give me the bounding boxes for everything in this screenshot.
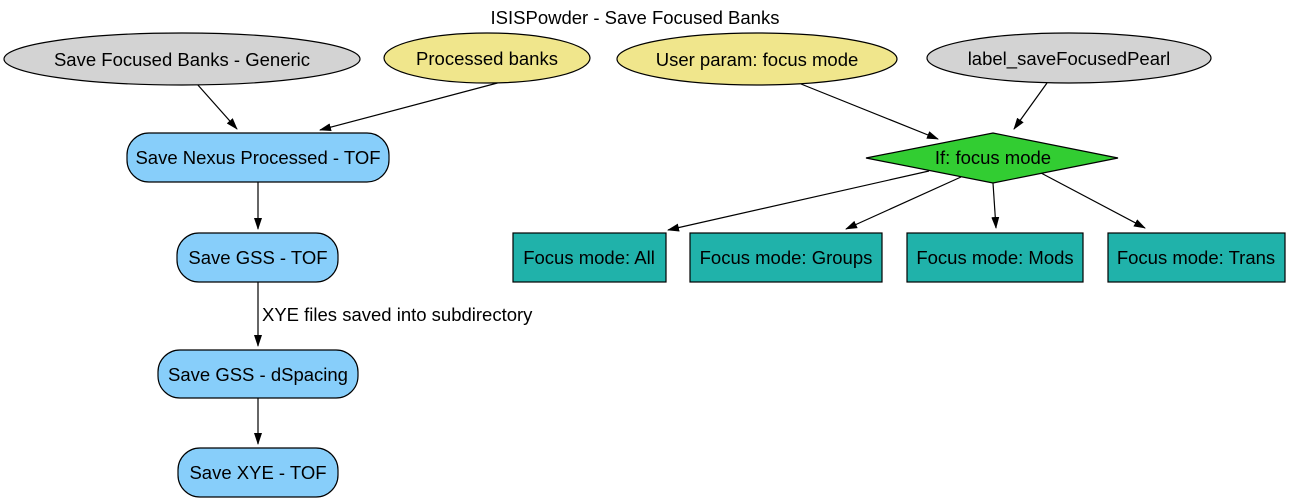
focus-mode-mods-shape xyxy=(906,232,1084,283)
save-nexus-shape xyxy=(126,132,390,183)
processed-banks-label: Processed banks xyxy=(416,48,558,69)
focus-mode-groups-label: Focus mode: Groups xyxy=(700,247,873,268)
edge-pearl-label-to-if-focus-mode xyxy=(1013,82,1048,130)
edge-if-to-focus-mods xyxy=(991,182,1000,229)
save-nexus-label: Save Nexus Processed - TOF xyxy=(135,147,380,168)
focus-mode-all-shape xyxy=(512,232,667,283)
node-focus-mode-mods: Focus mode: Mods xyxy=(906,232,1084,283)
focus-mode-all-label: Focus mode: All xyxy=(523,247,655,268)
edge-generic-to-save-nexus xyxy=(196,83,238,130)
user-param-ellipse-shape xyxy=(616,32,898,86)
node-label-save-focused-pearl: label_saveFocusedPearl xyxy=(926,32,1212,84)
edge-if-to-focus-groups xyxy=(845,176,962,230)
save-gss-dspacing-shape xyxy=(157,349,359,399)
node-if-focus-mode: If: focus mode xyxy=(865,132,1119,184)
focus-mode-trans-label: Focus mode: Trans xyxy=(1117,247,1275,268)
node-save-nexus-processed-tof: Save Nexus Processed - TOF xyxy=(126,132,390,183)
save-gss-tof-label: Save GSS - TOF xyxy=(188,247,327,268)
edge-label-xye-subdirectory: XYE files saved into subdirectory xyxy=(262,304,533,325)
edge-if-to-focus-trans xyxy=(1040,172,1146,229)
save-gss-dspacing-label: Save GSS - dSpacing xyxy=(168,364,348,385)
save-gss-tof-shape xyxy=(176,232,339,283)
save-xye-tof-label: Save XYE - TOF xyxy=(189,462,326,483)
processed-banks-ellipse-shape xyxy=(383,32,591,84)
if-focus-mode-label: If: focus mode xyxy=(935,147,1051,168)
focus-mode-trans-shape xyxy=(1107,232,1286,283)
node-focus-mode-groups: Focus mode: Groups xyxy=(689,232,883,283)
node-save-gss-dspacing: Save GSS - dSpacing xyxy=(157,349,359,399)
edge-processed-banks-to-save-nexus xyxy=(319,80,506,132)
pearl-ellipse-shape xyxy=(926,32,1212,84)
node-user-param-focus-mode: User param: focus mode xyxy=(616,32,898,86)
node-save-focused-banks-generic: Save Focused Banks - Generic xyxy=(3,32,361,86)
node-focus-mode-trans: Focus mode: Trans xyxy=(1107,232,1286,283)
user-param-label: User param: focus mode xyxy=(656,49,859,70)
generic-ellipse-shape xyxy=(3,32,361,86)
edge-if-to-focus-all xyxy=(667,170,930,232)
pearl-label: label_saveFocusedPearl xyxy=(968,48,1171,70)
node-save-gss-tof: Save GSS - TOF xyxy=(176,232,339,283)
node-save-xye-tof: Save XYE - TOF xyxy=(177,447,339,498)
if-focus-mode-diamond-shape xyxy=(865,132,1119,184)
focus-mode-groups-shape xyxy=(689,232,883,283)
node-focus-mode-all: Focus mode: All xyxy=(512,232,667,283)
generic-ellipse-label: Save Focused Banks - Generic xyxy=(54,49,310,70)
edges: XYE files saved into subdirectory xyxy=(196,80,1146,445)
save-xye-tof-shape xyxy=(177,447,339,498)
diagram-title: ISISPowder - Save Focused Banks xyxy=(491,7,780,28)
node-processed-banks: Processed banks xyxy=(383,32,591,84)
edge-user-param-to-if-focus-mode xyxy=(800,83,939,140)
focus-mode-mods-label: Focus mode: Mods xyxy=(916,247,1073,268)
